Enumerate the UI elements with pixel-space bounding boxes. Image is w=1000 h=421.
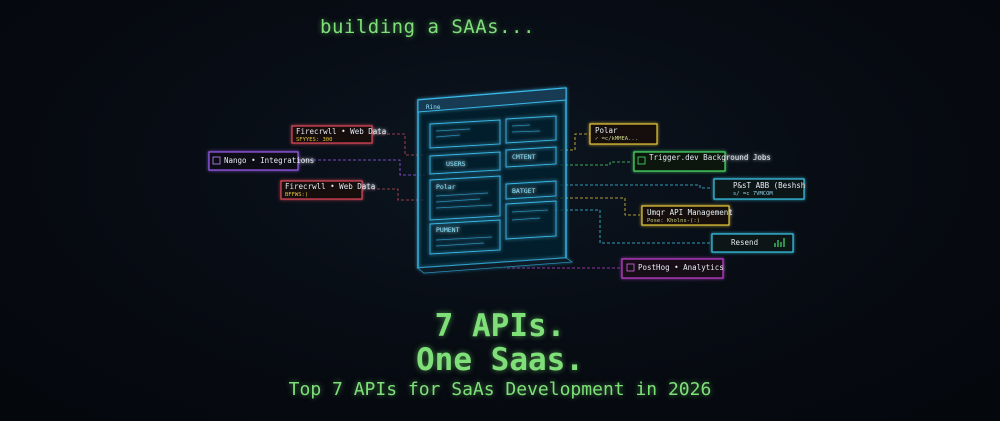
svg-text:Pose: Kholns-(:): Pose: Kholns-(:) [647, 218, 700, 224]
section-budget: BATGET [512, 187, 536, 195]
svg-text:s/ =c 7VMCOM: s/ =c 7VMCOM [733, 191, 773, 197]
section-payment: PUMENT [436, 226, 460, 234]
trigger-icon [637, 156, 646, 165]
section-polar: Polar [436, 183, 456, 191]
app-window: Rine USERS CMTENT Polar BATGET PUMENT [417, 87, 574, 274]
service-rest-api: P&sT ABB (Beshsh s/ =c 7VMCOM [713, 178, 805, 200]
svg-text:Trigger.dev Background Jobs: Trigger.dev Background Jobs [649, 153, 771, 162]
headline-line-2: One Saas. [416, 342, 584, 378]
subtitle: Top 7 APIs for SaAs Development in 2026 [288, 379, 712, 400]
svg-text:P&sT ABB (Beshsh: P&sT ABB (Beshsh [733, 181, 805, 190]
svg-text:SFYYES: 300: SFYYES: 300 [296, 137, 332, 143]
service-nango: Nango • Integrations [208, 151, 314, 171]
posthog-icon [626, 263, 635, 272]
bar-chart-icon [774, 238, 785, 247]
service-trigger-dev: Trigger.dev Background Jobs [633, 151, 771, 172]
svg-text:✓ =c/kMMEA...: ✓ =c/kMMEA... [595, 136, 638, 142]
section-users: USERS [446, 160, 466, 168]
nango-icon [212, 156, 221, 165]
window-title: Rine [426, 104, 441, 111]
service-api-management: Umqr API Management Pose: Kholns-(:) [641, 205, 733, 226]
service-resend: Resend [711, 233, 794, 253]
caption: building a SAAs... [320, 16, 535, 38]
svg-text:Polar: Polar [595, 126, 618, 135]
svg-text:Resend: Resend [731, 238, 758, 247]
svg-text:Firecrwll • Web Data: Firecrwll • Web Data [296, 127, 386, 136]
service-firecrawl-1: Firecrwll • Web Data SFYYES: 300 [291, 125, 386, 144]
svg-text:Nango • Integrations: Nango • Integrations [224, 156, 314, 165]
svg-text:PostHog • Analytics: PostHog • Analytics [638, 263, 724, 272]
headline-line-1: 7 APIs. [434, 308, 566, 344]
service-posthog: PostHog • Analytics [621, 258, 724, 279]
svg-text:BFFWS:): BFFWS:) [285, 192, 308, 198]
section-content: CMTENT [512, 153, 536, 161]
service-firecrawl-2: Firecrwll • Web Data BFFWS:) [280, 180, 375, 200]
svg-text:Firecrwll • Web Data: Firecrwll • Web Data [285, 182, 375, 191]
service-polar: Polar ✓ =c/kMMEA... [589, 123, 658, 145]
svg-text:Umqr API Management: Umqr API Management [647, 208, 733, 217]
